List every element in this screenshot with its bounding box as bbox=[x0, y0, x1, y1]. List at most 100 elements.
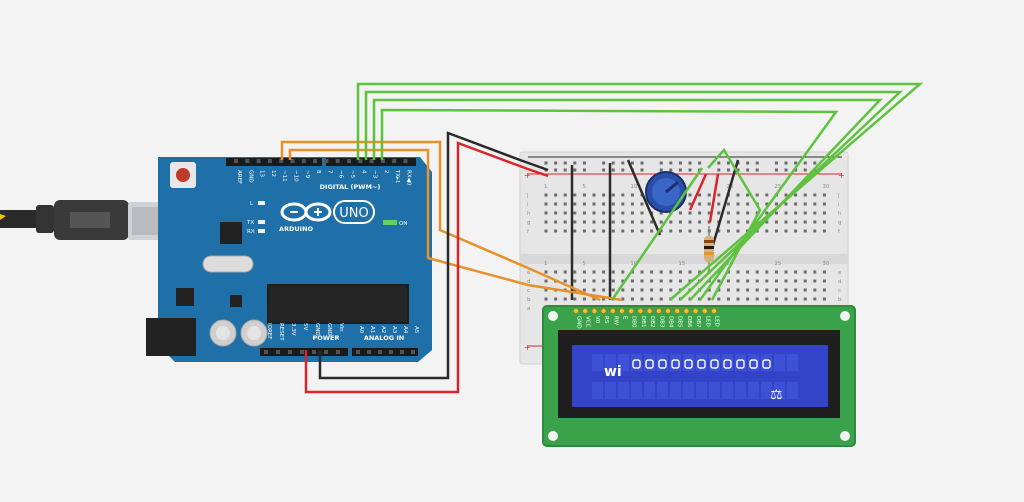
lcd-pin[interactable] bbox=[674, 307, 681, 314]
breadboard-hole[interactable] bbox=[707, 288, 711, 292]
breadboard-hole[interactable] bbox=[640, 279, 644, 283]
breadboard-hole[interactable] bbox=[726, 288, 730, 292]
breadboard-hole[interactable] bbox=[563, 220, 567, 224]
breadboard-hole[interactable] bbox=[736, 202, 740, 206]
breadboard-hole[interactable] bbox=[688, 279, 692, 283]
breadboard-hole[interactable] bbox=[630, 202, 634, 206]
rail-hole[interactable] bbox=[794, 168, 798, 172]
breadboard-hole[interactable] bbox=[784, 270, 788, 274]
digital-pin-socket[interactable] bbox=[256, 159, 261, 163]
rail-hole[interactable] bbox=[717, 161, 721, 165]
breadboard-hole[interactable] bbox=[659, 211, 663, 215]
breadboard-hole[interactable] bbox=[640, 229, 644, 233]
breadboard-hole[interactable] bbox=[736, 270, 740, 274]
breadboard-hole[interactable] bbox=[630, 211, 634, 215]
breadboard-hole[interactable] bbox=[611, 270, 615, 274]
breadboard-hole[interactable] bbox=[813, 193, 817, 197]
breadboard-hole[interactable] bbox=[707, 193, 711, 197]
breadboard-hole[interactable] bbox=[602, 270, 606, 274]
breadboard-hole[interactable] bbox=[573, 270, 577, 274]
breadboard-hole[interactable] bbox=[794, 193, 798, 197]
breadboard-hole[interactable] bbox=[630, 297, 634, 301]
breadboard-hole[interactable] bbox=[678, 279, 682, 283]
breadboard-hole[interactable] bbox=[592, 193, 596, 197]
breadboard-hole[interactable] bbox=[678, 229, 682, 233]
breadboard-hole[interactable] bbox=[602, 211, 606, 215]
breadboard-hole[interactable] bbox=[621, 229, 625, 233]
breadboard-hole[interactable] bbox=[746, 220, 750, 224]
digital-pin-socket[interactable] bbox=[267, 159, 272, 163]
breadboard-hole[interactable] bbox=[803, 297, 807, 301]
breadboard-hole[interactable] bbox=[602, 229, 606, 233]
digital-pin-socket[interactable] bbox=[313, 159, 318, 163]
rail-hole[interactable] bbox=[688, 168, 692, 172]
analog-pin-socket[interactable] bbox=[378, 350, 382, 354]
breadboard-hole[interactable] bbox=[669, 270, 673, 274]
rail-hole[interactable] bbox=[736, 168, 740, 172]
lcd-pin[interactable] bbox=[701, 307, 708, 314]
lcd-pin[interactable] bbox=[655, 307, 662, 314]
breadboard-hole[interactable] bbox=[794, 229, 798, 233]
breadboard-hole[interactable] bbox=[573, 279, 577, 283]
breadboard-hole[interactable] bbox=[822, 202, 826, 206]
lcd-pin[interactable] bbox=[628, 307, 635, 314]
breadboard-hole[interactable] bbox=[640, 220, 644, 224]
rail-hole[interactable] bbox=[746, 161, 750, 165]
breadboard-hole[interactable] bbox=[726, 220, 730, 224]
breadboard-hole[interactable] bbox=[659, 288, 663, 292]
breadboard-hole[interactable] bbox=[669, 279, 673, 283]
breadboard-hole[interactable] bbox=[784, 193, 788, 197]
breadboard-hole[interactable] bbox=[650, 229, 654, 233]
breadboard-hole[interactable] bbox=[563, 279, 567, 283]
breadboard-hole[interactable] bbox=[803, 202, 807, 206]
black-wire-gnd[interactable] bbox=[318, 131, 549, 380]
breadboard-hole[interactable] bbox=[746, 193, 750, 197]
resistor[interactable] bbox=[704, 226, 714, 272]
breadboard-hole[interactable] bbox=[707, 220, 711, 224]
digital-pin-socket[interactable] bbox=[403, 159, 408, 163]
breadboard-hole[interactable] bbox=[813, 229, 817, 233]
digital-pin-socket[interactable] bbox=[290, 159, 295, 163]
lcd-pin[interactable] bbox=[646, 307, 653, 314]
breadboard-hole[interactable] bbox=[563, 229, 567, 233]
breadboard-hole[interactable] bbox=[611, 202, 615, 206]
breadboard-hole[interactable] bbox=[688, 229, 692, 233]
rail-hole[interactable] bbox=[813, 161, 817, 165]
breadboard-hole[interactable] bbox=[774, 279, 778, 283]
breadboard-hole[interactable] bbox=[803, 270, 807, 274]
breadboard-hole[interactable] bbox=[669, 220, 673, 224]
breadboard-hole[interactable] bbox=[611, 220, 615, 224]
breadboard-hole[interactable] bbox=[621, 288, 625, 292]
breadboard-hole[interactable] bbox=[717, 229, 721, 233]
breadboard-hole[interactable] bbox=[621, 193, 625, 197]
lcd-pin[interactable] bbox=[711, 307, 718, 314]
breadboard-hole[interactable] bbox=[794, 297, 798, 301]
breadboard-hole[interactable] bbox=[765, 202, 769, 206]
rail-hole[interactable] bbox=[717, 168, 721, 172]
breadboard-hole[interactable] bbox=[707, 297, 711, 301]
digital-pin-socket[interactable] bbox=[245, 159, 250, 163]
breadboard-hole[interactable] bbox=[726, 211, 730, 215]
breadboard-hole[interactable] bbox=[707, 211, 711, 215]
breadboard-hole[interactable] bbox=[554, 202, 558, 206]
digital-pin-socket[interactable] bbox=[380, 159, 385, 163]
digital-pin-socket[interactable] bbox=[301, 159, 306, 163]
rail-hole[interactable] bbox=[803, 168, 807, 172]
breadboard-hole[interactable] bbox=[544, 202, 548, 206]
breadboard-hole[interactable] bbox=[582, 279, 586, 283]
rail-hole[interactable] bbox=[755, 161, 759, 165]
power-pin-socket[interactable] bbox=[288, 350, 292, 354]
breadboard-hole[interactable] bbox=[678, 211, 682, 215]
rail-hole[interactable] bbox=[573, 168, 577, 172]
breadboard-hole[interactable] bbox=[765, 229, 769, 233]
breadboard-hole[interactable] bbox=[774, 220, 778, 224]
breadboard-hole[interactable] bbox=[544, 211, 548, 215]
rail-hole[interactable] bbox=[602, 168, 606, 172]
breadboard-hole[interactable] bbox=[621, 211, 625, 215]
rail-hole[interactable] bbox=[688, 161, 692, 165]
breadboard-hole[interactable] bbox=[784, 220, 788, 224]
breadboard-hole[interactable] bbox=[573, 297, 577, 301]
breadboard-hole[interactable] bbox=[592, 202, 596, 206]
breadboard-hole[interactable] bbox=[765, 288, 769, 292]
breadboard-hole[interactable] bbox=[554, 220, 558, 224]
